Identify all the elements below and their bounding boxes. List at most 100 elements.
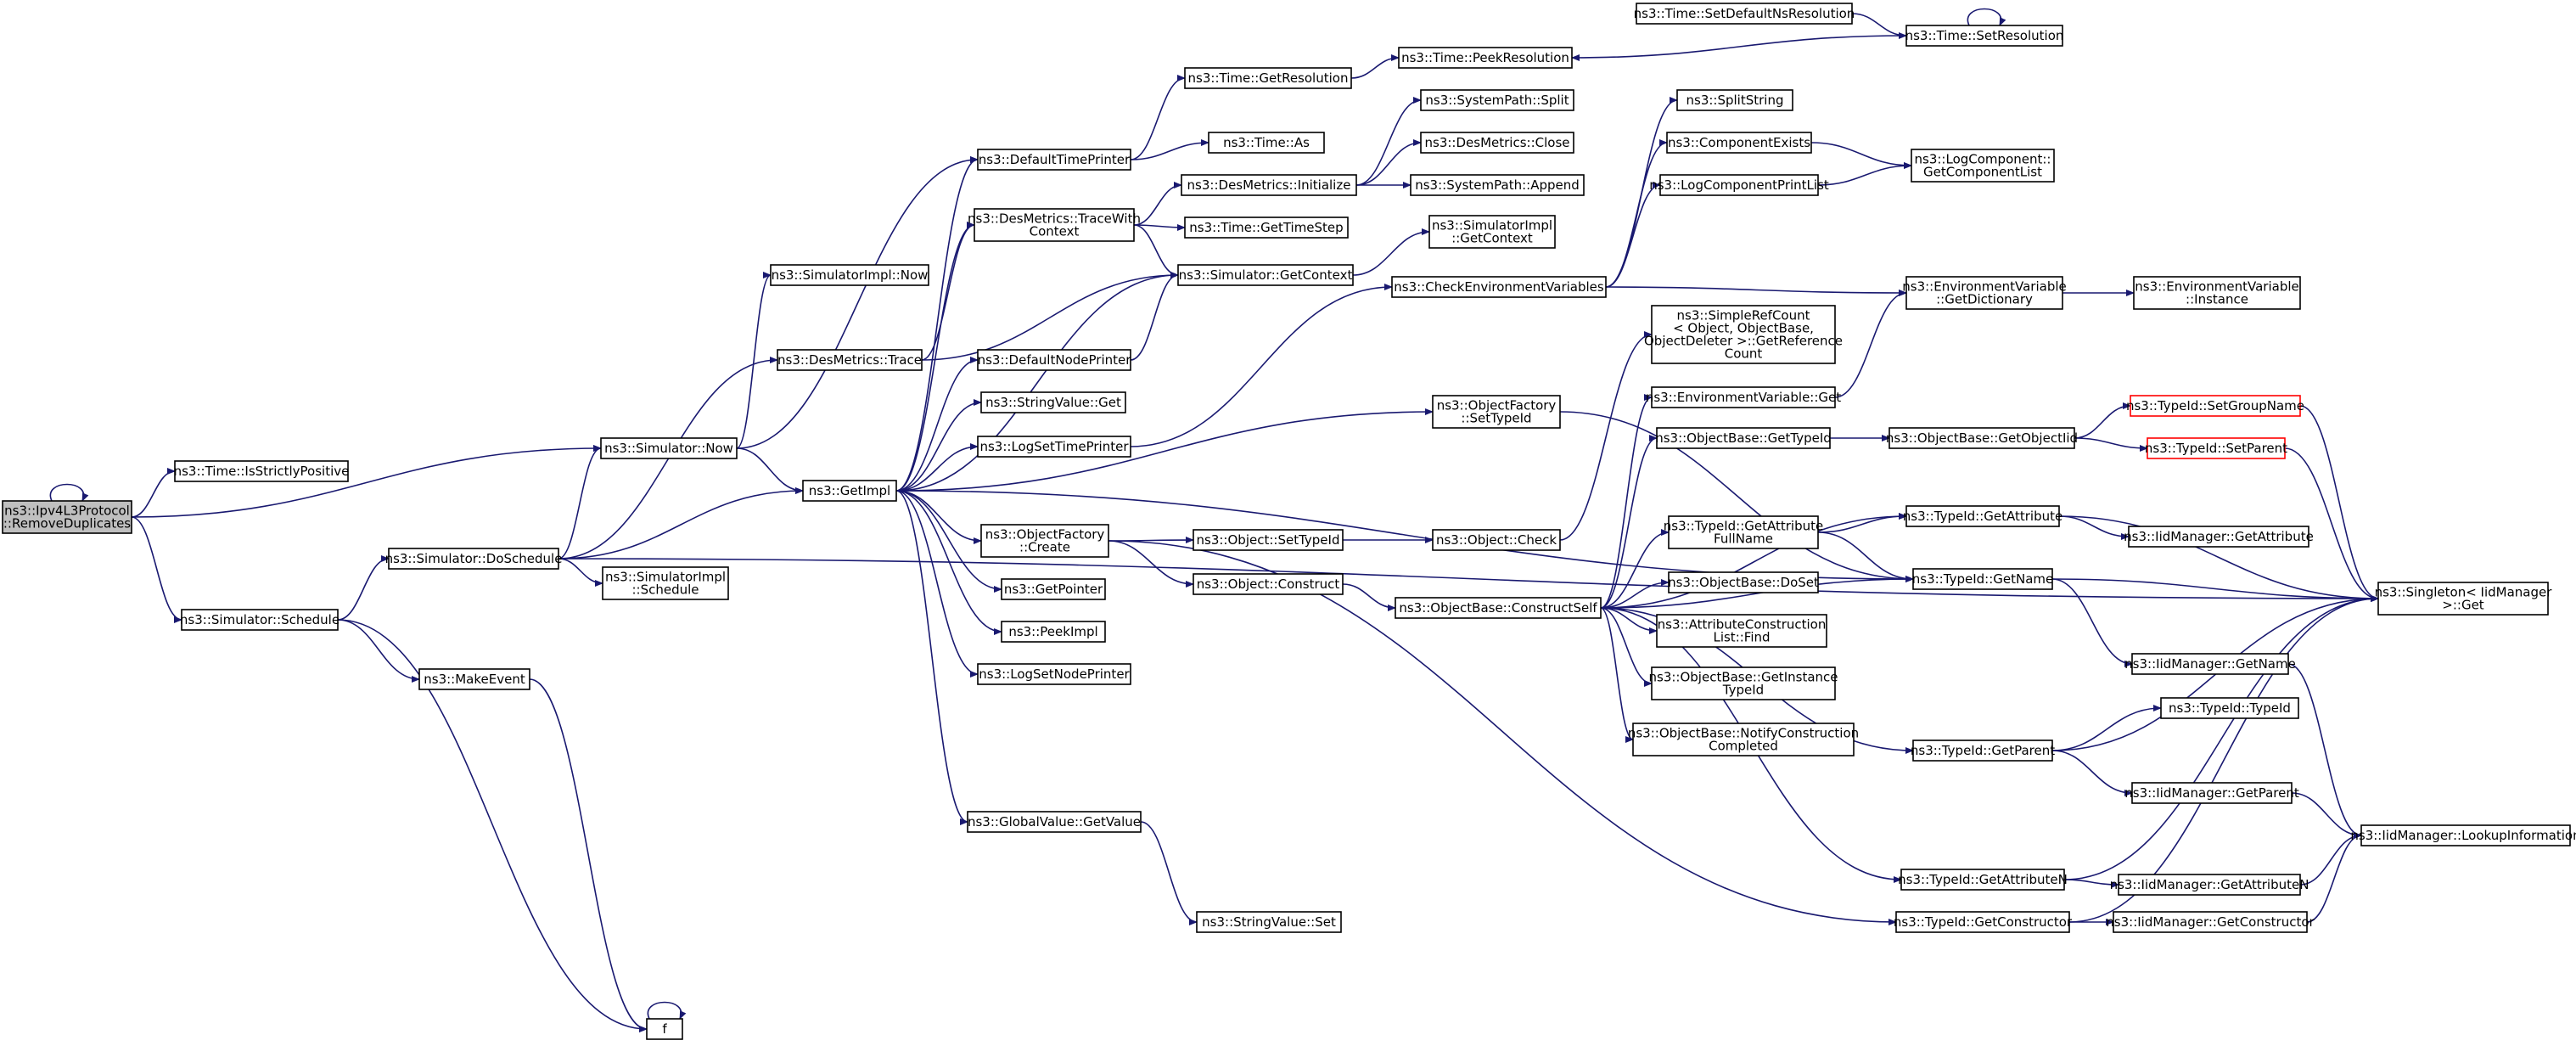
node-label: ns3::Object::Check <box>1436 532 1557 548</box>
node-string-value-get[interactable]: ns3::StringValue::Get <box>980 391 1126 413</box>
node-label: ns3::SimulatorImpl <box>1432 218 1552 233</box>
node-obj-factory-create[interactable]: ns3::ObjectFactory::Create <box>980 524 1109 558</box>
node-construct-self[interactable]: ns3::ObjectBase::ConstructSelf <box>1395 597 1602 619</box>
node-time-set-default-ns[interactable]: ns3::Time::SetDefaultNsResolution <box>1634 3 1855 25</box>
node-obj-factory-set-type-id[interactable]: ns3::ObjectFactory::SetTypeId <box>1432 395 1561 429</box>
node-time-as[interactable]: ns3::Time::As <box>1208 132 1325 154</box>
node-sys-path-append[interactable]: ns3::SystemPath::Append <box>1410 174 1585 196</box>
edge-default-time-printer-to-time-get-resolution <box>1130 75 1186 160</box>
node-string-value-set[interactable]: ns3::StringValue::Set <box>1196 911 1342 933</box>
node-label: ns3::Time::IsStrictlyPositive <box>174 464 350 479</box>
node-simple-ref-count[interactable]: ns3::SimpleRefCount< Object, ObjectBase,… <box>1644 305 1843 364</box>
node-log-comp-print-list[interactable]: ns3::LogComponentPrintList <box>1649 174 1829 196</box>
node-iid-get-attribute[interactable]: ns3::IidManager::GetAttribute <box>2124 526 2314 548</box>
node-box <box>2160 697 2299 719</box>
node-default-time-printer[interactable]: ns3::DefaultTimePrinter <box>977 149 1131 171</box>
node-label: ns3::TypeId::SetParent <box>2145 441 2287 456</box>
node-type-id-set-parent[interactable]: ns3::TypeId::SetParent <box>2145 437 2287 459</box>
edge-do-schedule-to-impl-schedule <box>558 558 603 587</box>
node-singleton-get[interactable]: ns3::Singleton< IidManager>::Get <box>2375 582 2553 616</box>
node-root[interactable]: ns3::Ipv4L3Protocol::RemoveDuplicates <box>2 500 132 534</box>
node-impl-schedule[interactable]: ns3::SimulatorImpl::Schedule <box>602 566 729 600</box>
node-global-value-get[interactable]: ns3::GlobalValue::GetValue <box>967 811 1142 833</box>
edge-get-impl-to-sim-get-context <box>895 272 1179 492</box>
node-time-peek-res[interactable]: ns3::Time::PeekResolution <box>1398 47 1573 69</box>
node-log-set-time-printer[interactable]: ns3::LogSetTimePrinter <box>977 436 1131 458</box>
node-iid-get-parent[interactable]: ns3::IidManager::GetParent <box>2124 782 2299 804</box>
node-type-id-get-attribute[interactable]: ns3::TypeId::GetAttribute <box>1903 505 2062 527</box>
node-label: ::Schedule <box>631 582 699 598</box>
node-obj-base-get-object-iid[interactable]: ns3::ObjectBase::GetObjectIid <box>1886 427 2078 449</box>
node-log-comp-get-list[interactable]: ns3::LogComponent::GetComponentList <box>1911 149 2055 183</box>
node-default-node-printer[interactable]: ns3::DefaultNodePrinter <box>977 349 1132 371</box>
edge-type-id-get-attr-full-name-to-type-id-get-attribute <box>1817 513 1907 533</box>
node-label: ns3::Time::SetResolution <box>1905 28 2064 43</box>
node-box <box>1420 89 1574 111</box>
node-log-set-node-printer[interactable]: ns3::LogSetNodePrinter <box>977 663 1131 685</box>
node-component-exists[interactable]: ns3::ComponentExists <box>1666 132 1812 154</box>
node-impl-now[interactable]: ns3::SimulatorImpl::Now <box>770 264 929 286</box>
node-obj-base-do-set[interactable]: ns3::ObjectBase::DoSet <box>1668 571 1819 593</box>
node-iid-lookup[interactable]: ns3::IidManager::LookupInformation <box>2350 824 2576 846</box>
node-time-get-time-step[interactable]: ns3::Time::GetTimeStep <box>1184 217 1349 239</box>
node-iid-get-name[interactable]: ns3::IidManager::GetName <box>2124 653 2296 675</box>
node-type-id-type-id[interactable]: ns3::TypeId::TypeId <box>2160 697 2299 719</box>
node-type-id-get-name[interactable]: ns3::TypeId::GetName <box>1912 568 2053 590</box>
node-sim-schedule[interactable]: ns3::Simulator::Schedule <box>180 609 340 631</box>
node-des-trace[interactable]: ns3::DesMetrics::Trace <box>777 349 923 371</box>
node-get-impl[interactable]: ns3::GetImpl <box>802 480 897 502</box>
edge-construct-self-to-type-id-get-attribute <box>1600 513 1907 609</box>
node-label: >::Get <box>2442 598 2484 613</box>
node-type-id-get-constructor[interactable]: ns3::TypeId::GetConstructor <box>1894 911 2073 933</box>
node-env-var-get-dict[interactable]: ns3::EnvironmentVariable::GetDictionary <box>1902 276 2067 310</box>
self-loop-time-set-res <box>1967 8 2006 26</box>
edge-get-impl-to-obj-factory-set-type-id <box>895 408 1434 492</box>
node-impl-get-context[interactable]: ns3::SimulatorImpl::GetContext <box>1428 215 1556 249</box>
node-iid-get-constructor[interactable]: ns3::IidManager::GetConstructor <box>2106 911 2315 933</box>
node-label: ns3::AttributeConstruction <box>1658 617 1827 633</box>
node-obj-set-type-id[interactable]: ns3::Object::SetTypeId <box>1193 529 1344 551</box>
node-label: ::RemoveDuplicates <box>3 516 131 531</box>
node-is-strictly-positive[interactable]: ns3::Time::IsStrictlyPositive <box>174 460 350 482</box>
node-sys-path-split[interactable]: ns3::SystemPath::Split <box>1420 89 1574 111</box>
node-get-pointer[interactable]: ns3::GetPointer <box>1001 578 1106 600</box>
edge-sim-schedule-to-do-schedule <box>337 555 390 621</box>
node-make-event[interactable]: ns3::MakeEvent <box>418 668 530 690</box>
node-f[interactable]: f <box>646 1018 683 1040</box>
node-des-init[interactable]: ns3::DesMetrics::Initialize <box>1181 174 1357 196</box>
edge-iid-get-name-to-iid-lookup <box>2287 663 2362 839</box>
node-label: ns3::ObjectBase::GetTypeId <box>1655 430 1832 446</box>
node-time-set-res[interactable]: ns3::Time::SetResolution <box>1905 25 2064 47</box>
node-check-env-vars[interactable]: ns3::CheckEnvironmentVariables <box>1391 276 1607 298</box>
edge-des-trace-to-sim-get-context <box>921 272 1179 361</box>
node-split-string[interactable]: ns3::SplitString <box>1676 89 1793 111</box>
node-obj-construct[interactable]: ns3::Object::Construct <box>1193 573 1344 595</box>
node-obj-base-notify[interactable]: ns3::ObjectBase::NotifyConstructionCompl… <box>1628 723 1859 756</box>
node-do-schedule[interactable]: ns3::Simulator::DoSchedule <box>385 548 563 570</box>
node-env-var-instance[interactable]: ns3::EnvironmentVariable::Instance <box>2133 276 2301 310</box>
node-peek-impl[interactable]: ns3::PeekImpl <box>1001 621 1106 643</box>
node-label: ns3::DesMetrics::TraceWith <box>968 211 1141 227</box>
edge-type-id-get-name-to-iid-get-name <box>2051 578 2133 667</box>
node-time-get-resolution[interactable]: ns3::Time::GetResolution <box>1184 67 1352 89</box>
edge-sim-schedule-to-make-event <box>337 619 420 683</box>
node-type-id-get-parent[interactable]: ns3::TypeId::GetParent <box>1911 740 2055 762</box>
node-type-id-get-attribute-n[interactable]: ns3::TypeId::GetAttributeN <box>1898 869 2068 891</box>
edge-construct-self-to-obj-base-do-set <box>1600 579 1670 609</box>
node-sim-now[interactable]: ns3::Simulator::Now <box>600 437 738 459</box>
node-label: ns3::IidManager::GetAttribute <box>2124 529 2314 544</box>
node-sim-get-context[interactable]: ns3::Simulator::GetContext <box>1177 264 1354 286</box>
edge-type-id-get-attribute-n-to-singleton-get <box>2063 595 2379 880</box>
node-obj-check[interactable]: ns3::Object::Check <box>1432 529 1561 551</box>
node-label: ns3::StringValue::Get <box>985 395 1121 410</box>
node-iid-get-attribute-n[interactable]: ns3::IidManager::GetAttributeN <box>2110 874 2309 896</box>
node-env-var-get[interactable]: ns3::EnvironmentVariable::Get <box>1646 386 1841 408</box>
node-des-close[interactable]: ns3::DesMetrics::Close <box>1420 132 1574 154</box>
node-obj-base-get-type-id[interactable]: ns3::ObjectBase::GetTypeId <box>1655 427 1832 449</box>
node-label: ns3::SimpleRefCount <box>1677 308 1810 323</box>
node-type-id-set-group-name[interactable]: ns3::TypeId::SetGroupName <box>2126 395 2304 417</box>
